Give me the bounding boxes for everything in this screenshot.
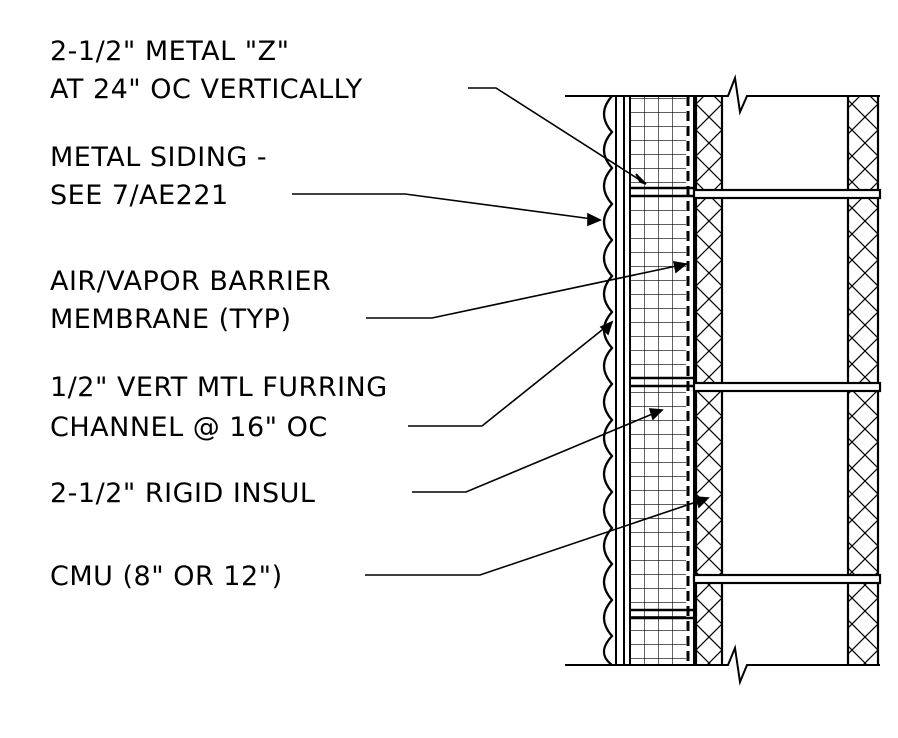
leader-furring — [408, 321, 613, 427]
label-rigid-insul: 2-1/2" RIGID INSUL — [50, 478, 315, 509]
label-air-vapor-line2: MEMBRANE (TYP) — [50, 304, 291, 335]
label-metal-z-line2: AT 24" OC VERTICALLY — [50, 74, 363, 105]
leader-rigid-insul — [412, 409, 663, 493]
label-furring-line2: CHANNEL @ 16" OC — [50, 412, 328, 443]
label-cmu: CMU (8" OR 12") — [50, 561, 283, 592]
label-metal-siding-line1: METAL SIDING - — [50, 142, 267, 173]
leader-air-vapor — [366, 263, 687, 319]
rigid-insulation-fill — [630, 96, 686, 665]
leader-cmu — [365, 497, 709, 576]
section-drawing — [565, 74, 882, 686]
leader-lines — [292, 87, 710, 576]
label-metal-z-line1: 2-1/2" METAL "Z" — [50, 36, 290, 67]
mortar-joints — [692, 188, 882, 585]
callout-labels: 2-1/2" METAL "Z" AT 24" OC VERTICALLY ME… — [50, 36, 388, 592]
label-furring-line1: 1/2" VERT MTL FURRING — [50, 372, 388, 403]
leader-metal-siding — [292, 193, 601, 221]
metal-siding-profile — [602, 95, 614, 666]
label-air-vapor-line1: AIR/VAPOR BARRIER — [50, 266, 331, 297]
leader-metal-z — [468, 87, 647, 185]
label-metal-siding-line2: SEE 7/AE221 — [50, 180, 229, 211]
